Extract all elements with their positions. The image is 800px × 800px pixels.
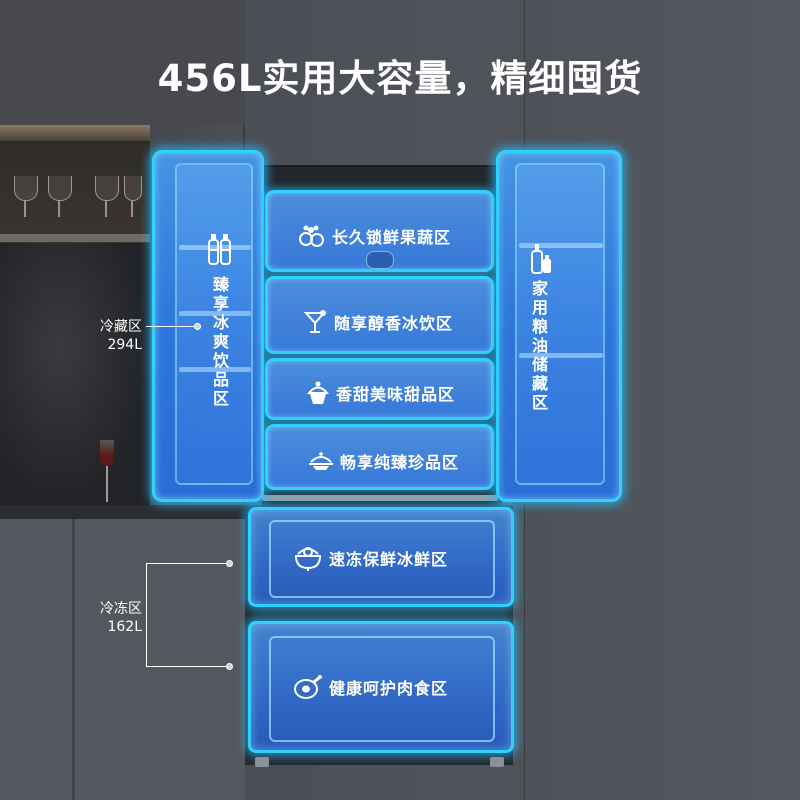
left-door-liner (175, 163, 253, 485)
callout-dot (226, 560, 233, 567)
bracket-line (146, 666, 228, 667)
freezer-drawer-meat[interactable]: 健康呵护肉食区 (248, 621, 514, 753)
cocktail-icon (304, 310, 327, 333)
wine-glass (14, 176, 38, 217)
bracket-line (146, 563, 228, 564)
fridge-zone-name: 冷藏区 (100, 319, 142, 335)
ice-cream-icon (294, 547, 322, 571)
cupcake-icon (306, 381, 330, 404)
bracket-line (146, 563, 147, 666)
left-door-label: 臻享冰爽饮品区 (212, 275, 229, 408)
countertop (0, 505, 245, 519)
left-door[interactable]: 臻享冰爽饮品区 (152, 150, 264, 502)
right-door[interactable]: 家用粮油储藏区 (496, 150, 622, 502)
wine-glass (48, 176, 72, 217)
compartment-label: 随享醇香冰饮区 (334, 314, 454, 333)
fridge-foot (255, 757, 269, 767)
right-door-label: 家用粮油储藏区 (531, 279, 548, 412)
wine-glass (95, 176, 119, 217)
meat-icon (294, 675, 322, 699)
lower-cabinet (75, 519, 245, 800)
bottles-icon (207, 232, 233, 270)
drawer-label: 健康呵护肉食区 (329, 679, 449, 698)
compartment-delicacies[interactable]: 畅享纯臻珍品区 (265, 424, 494, 490)
oil-bottle-icon (529, 241, 553, 279)
divider-rail (262, 495, 498, 501)
right-door-liner (515, 163, 605, 485)
shelf-light (0, 125, 150, 141)
door-shelf (179, 245, 251, 250)
upper-cabinet (0, 0, 245, 125)
freezer-drawer-quick-freeze[interactable]: 速冻保鲜冰鲜区 (248, 507, 514, 607)
compartment-chilled-drinks[interactable]: 随享醇香冰饮区 (265, 276, 494, 354)
fridge-zone-callout: 冷藏区 294L (82, 318, 142, 354)
callout-line (146, 326, 196, 327)
compartment-label: 长久锁鲜果蔬区 (332, 228, 452, 247)
callout-dot (226, 663, 233, 670)
door-shelf (179, 367, 251, 372)
shelf-plate (0, 234, 150, 242)
freezer-zone-name: 冷冻区 (100, 601, 142, 617)
compartment-fruit-vegetable[interactable]: 长久锁鲜果蔬区 (265, 190, 494, 272)
fridge-zone-volume: 294L (107, 337, 142, 353)
marble-backsplash (0, 243, 150, 505)
sensor-badge (366, 251, 394, 269)
lower-cabinet (0, 519, 72, 800)
compartment-label: 香甜美味甜品区 (336, 385, 456, 404)
fruit-vegetable-icon (299, 225, 324, 247)
door-shelf (519, 353, 603, 358)
fridge-foot (490, 757, 504, 767)
door-shelf (519, 243, 603, 248)
compartment-desserts[interactable]: 香甜美味甜品区 (265, 358, 494, 420)
freezer-zone-volume: 162L (107, 619, 142, 635)
door-shelf (179, 311, 251, 316)
page-title: 456L实用大容量，精细囤货 (157, 57, 643, 100)
drawer-label: 速冻保鲜冰鲜区 (329, 550, 449, 569)
dish-icon (309, 452, 333, 470)
wine-glass (124, 176, 142, 217)
compartment-label: 畅享纯臻珍品区 (340, 453, 460, 472)
red-wine-glass (100, 440, 114, 502)
callout-dot (194, 323, 201, 330)
drawer-frame (269, 636, 495, 742)
drawer-frame (269, 520, 495, 598)
freezer-zone-callout: 冷冻区 162L (82, 600, 142, 636)
